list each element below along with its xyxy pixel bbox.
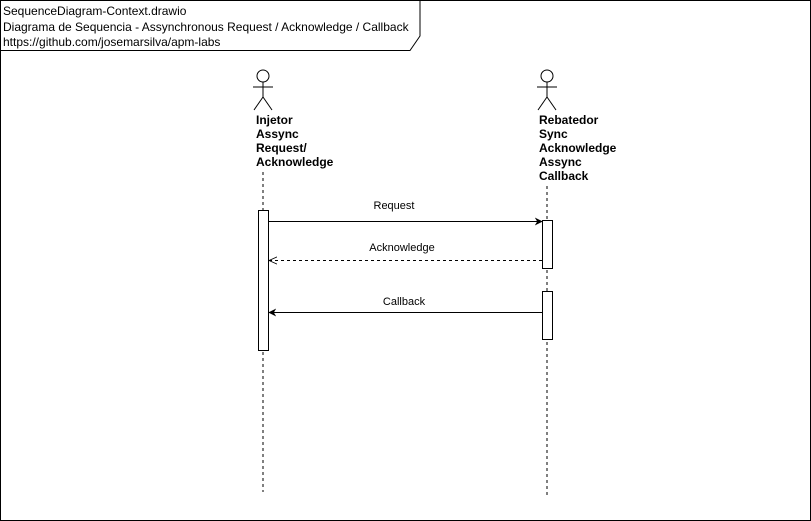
- actor-label-line: Callback: [539, 169, 589, 183]
- message-callback[interactable]: Callback: [268, 296, 542, 317]
- actor-label-line: Injetor: [256, 113, 293, 127]
- activation-bar-injetor[interactable]: [258, 210, 269, 351]
- actor-label-line: Assync: [539, 155, 582, 169]
- message-request[interactable]: Request: [269, 200, 543, 226]
- actor-label-line: Rebatedor: [539, 113, 599, 127]
- frame-title-tab: [0, 0, 421, 51]
- activation-bar-rebatedor-callback[interactable]: [542, 291, 553, 340]
- actor-injetor[interactable]: Injetor Assync Request/ Acknowledge: [253, 69, 334, 169]
- message-acknowledge[interactable]: Acknowledge: [269, 242, 542, 261]
- actor-rebatedor[interactable]: Rebatedor Sync Acknowledge Assync Callba…: [537, 69, 617, 183]
- message-callback-label: Callback: [383, 296, 426, 308]
- frame-title-line-2: Diagrama de Sequencia - Assynchronous Re…: [3, 20, 410, 34]
- activation-bar-rebatedor-sync[interactable]: [542, 220, 553, 269]
- message-acknowledge-label: Acknowledge: [369, 242, 434, 254]
- actor-label-line: Sync: [539, 127, 568, 141]
- frame-title-line-1: SequenceDiagram-Context.drawio: [3, 4, 187, 18]
- actor-label-line: Acknowledge: [539, 141, 617, 155]
- frame-title-line-3: https://github.com/josemarsilva/apm-labs: [3, 35, 220, 49]
- actor-label-line: Request/: [256, 141, 307, 155]
- actor-label-line: Acknowledge: [256, 155, 334, 169]
- stick-figure-icon: [253, 69, 273, 111]
- stick-figure-icon: [537, 69, 557, 111]
- message-request-label: Request: [374, 200, 415, 212]
- actor-label-line: Assync: [256, 127, 299, 141]
